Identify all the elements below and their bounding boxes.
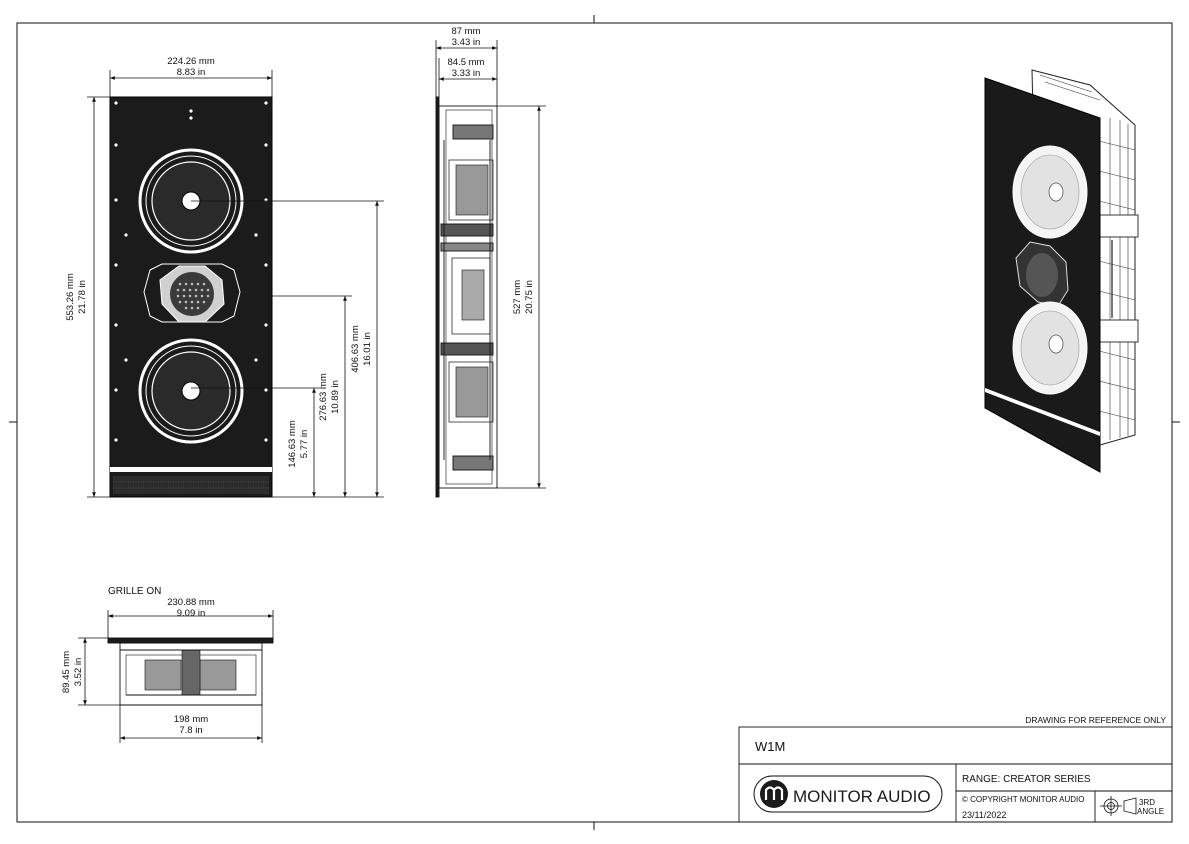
side-view bbox=[435, 96, 498, 498]
third-angle-symbol-icon bbox=[1100, 796, 1137, 816]
upper-driver-height-in: 10.89 in bbox=[330, 380, 341, 414]
model-name: W1M bbox=[755, 739, 785, 754]
grille-width-in: 9.09 in bbox=[177, 608, 206, 619]
front-width-mm: 224.26 mm bbox=[167, 56, 215, 67]
grille-bezel bbox=[107, 637, 274, 644]
side-body bbox=[438, 105, 498, 489]
grille-on-label: GRILLE ON bbox=[108, 586, 161, 597]
front-view bbox=[109, 96, 273, 498]
isometric-view bbox=[984, 69, 1139, 473]
front-height-mm: 553.26 mm bbox=[65, 273, 76, 321]
grille-width-mm: 230.88 mm bbox=[167, 597, 215, 608]
upper-driver-height-mm: 276.63 mm bbox=[318, 373, 329, 421]
front-width-in: 8.83 in bbox=[177, 67, 206, 78]
brand-logo-pill bbox=[753, 775, 943, 813]
grille-base-in: 7.8 in bbox=[179, 725, 202, 736]
side-depth-body-mm: 84.5 mm bbox=[448, 57, 485, 68]
tweeter-height-in: 16.01 in bbox=[362, 332, 373, 366]
side-depth-total-in: 3.43 in bbox=[452, 37, 481, 48]
grille-depth-in: 3.52 in bbox=[73, 658, 84, 687]
reference-note: DRAWING FOR REFERENCE ONLY bbox=[1025, 715, 1166, 725]
front-stripe bbox=[110, 467, 272, 472]
range-label: RANGE: CREATOR SERIES bbox=[962, 774, 1091, 785]
drawing-date: 23/11/2022 bbox=[962, 810, 1006, 820]
front-port bbox=[113, 476, 269, 494]
copyright: © COPYRIGHT MONITOR AUDIO bbox=[962, 795, 1085, 804]
lower-driver-height-mm: 146.63 mm bbox=[287, 420, 298, 468]
grille-base-mm: 198 mm bbox=[174, 714, 208, 725]
title-block bbox=[738, 726, 1173, 823]
lower-driver-surround bbox=[138, 338, 244, 444]
side-height-in: 20.75 in bbox=[524, 280, 535, 314]
side-depth-total-mm: 87 mm bbox=[451, 26, 480, 37]
tweeter-plate bbox=[143, 263, 241, 323]
lower-driver-dustcap bbox=[181, 381, 201, 401]
lower-driver-height-in: 5.77 in bbox=[299, 430, 310, 459]
side-bezel bbox=[435, 96, 440, 498]
projection-line2: ANGLE bbox=[1137, 807, 1164, 816]
tweeter-height-mm: 406.63 mm bbox=[350, 325, 361, 373]
side-depth-body-in: 3.33 in bbox=[452, 68, 481, 79]
grille-depth-mm: 89.45 mm bbox=[61, 651, 72, 693]
side-height-mm: 527 mm bbox=[512, 280, 523, 314]
brand-name: MONITOR AUDIO bbox=[793, 787, 931, 806]
front-height-in: 21.78 in bbox=[77, 280, 88, 314]
grille-view bbox=[107, 637, 274, 706]
iso-stripe bbox=[985, 388, 1100, 436]
projection-line1: 3RD bbox=[1139, 798, 1155, 807]
